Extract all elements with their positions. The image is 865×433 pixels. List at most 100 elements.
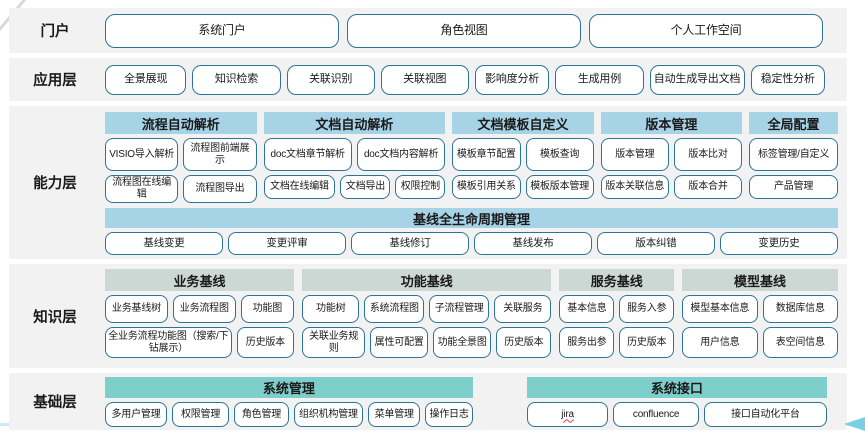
item-box: 系统流程图 (364, 295, 425, 323)
item-box: 功能树 (302, 295, 360, 323)
left-arrow-icon (844, 417, 865, 431)
group-header: 功能基线 (302, 269, 552, 291)
item-box: 流程图在线编辑 (105, 175, 179, 203)
item-box: 权限控制 (395, 175, 446, 199)
item-box: 属性可配置 (370, 327, 429, 358)
item-box: 组织机构管理 (293, 402, 364, 427)
group-header: 业务基线 (105, 269, 295, 291)
group-header: 服务基线 (559, 269, 675, 291)
item-box: 版本比对 (673, 138, 743, 171)
item-box: 标签管理/自定义 (749, 138, 838, 171)
group-row: 基本信息服务入参 (559, 295, 675, 323)
item-box: 模板引用关系 (452, 175, 521, 199)
item-box: 系统门户 (105, 13, 339, 48)
item-box: 功能全景图 (433, 327, 492, 358)
item-box: 产品管理 (749, 175, 838, 199)
group-header: 系统管理 (105, 377, 473, 398)
item-box: 历史版本 (496, 327, 552, 358)
item-box: 业务基线树 (105, 295, 168, 323)
item-box: 业务流程图 (172, 295, 236, 323)
group-row: 全业务流程功能图（搜索/下钻展示）历史版本 (105, 327, 295, 358)
group-row: 模型基本信息数据库信息 (682, 295, 838, 323)
layer-label-foundation: 基础层 (33, 395, 77, 411)
group-header: 文档模板自定义 (452, 112, 594, 134)
layer-content-application: 全景展现知识检索关联识别关联视图影响度分析生成用例自动生成导出文档稳定性分析 (101, 58, 847, 101)
group-knowledge-3: 模型基线模型基本信息数据库信息用户信息表空间信息 (682, 269, 838, 358)
group-header: 模型基线 (682, 269, 838, 291)
item-box: 全景展现 (105, 64, 187, 95)
item-box: 变更历史 (720, 232, 838, 255)
item-box: 关联视图 (380, 64, 469, 95)
item-box: 模板章节配置 (452, 138, 521, 171)
layer-content-portal: 系统门户角色视图个人工作空间 (101, 8, 847, 53)
item-box: 数据库信息 (762, 295, 838, 323)
group-header: 版本管理 (600, 112, 743, 134)
layer-label-knowledge: 知识层 (33, 309, 77, 326)
item-box: 关联业务规则 (302, 327, 366, 358)
item-box: 变更评审 (228, 232, 346, 255)
group-row: 业务基线树业务流程图功能图 (105, 295, 295, 323)
group-row: 关联业务规则属性可配置功能全景图历史版本 (302, 327, 552, 358)
groups-knowledge: 业务基线业务基线树业务流程图功能图全业务流程功能图（搜索/下钻展示）历史版本功能… (105, 269, 838, 358)
item-box: confluence (613, 402, 699, 427)
item-box: 基线发布 (474, 232, 592, 255)
item-box: 服务出参 (559, 327, 615, 358)
group-header: 流程自动解析 (105, 112, 257, 134)
item-box: 全业务流程功能图（搜索/下钻展示） (105, 327, 232, 358)
item-box: 用户信息 (682, 327, 758, 358)
group-row: 产品管理 (749, 175, 838, 199)
item-box: VISIO导入解析 (105, 138, 179, 171)
layer-application: 应用层全景展现知识检索关联识别关联视图影响度分析生成用例自动生成导出文档稳定性分… (9, 58, 847, 101)
item-box: 版本合并 (673, 175, 743, 199)
banner-row: 基线变更变更评审基线修订基线发布版本纠错变更历史 (105, 232, 838, 255)
group-row: 功能树系统流程图子流程管理关联服务 (302, 295, 552, 323)
item-box: 操作日志 (425, 402, 473, 427)
item-box: 关联服务 (494, 295, 552, 323)
group-row: 标签管理/自定义 (749, 138, 838, 171)
group-row: 模板引用关系模板版本管理 (452, 175, 594, 199)
item-box: 流程图前端展示 (183, 138, 257, 171)
group-header: 全局配置 (749, 112, 838, 134)
item-box: 文档导出 (340, 175, 391, 199)
group-capability-2: 文档模板自定义模板章节配置模板查询模板引用关系模板版本管理 (452, 112, 594, 203)
item-box: 历史版本 (236, 327, 295, 358)
item-box: 菜单管理 (368, 402, 421, 427)
group-knowledge-1: 功能基线功能树系统流程图子流程管理关联服务关联业务规则属性可配置功能全景图历史版… (302, 269, 552, 358)
layer-knowledge: 知识层业务基线业务基线树业务流程图功能图全业务流程功能图（搜索/下钻展示）历史版… (9, 264, 847, 368)
item-box: 多用户管理 (105, 402, 167, 427)
item-box: 稳定性分析 (750, 64, 825, 95)
group-header: 文档自动解析 (263, 112, 446, 134)
item-box: doc文档内容解析 (356, 138, 446, 171)
group-header: 系统接口 (526, 377, 827, 398)
item-box: 基线修订 (351, 232, 469, 255)
group-row: VISIO导入解析流程图前端展示 (105, 138, 257, 171)
group-row: 流程图在线编辑流程图导出 (105, 175, 257, 203)
layer-foundation: 基础层 系统管理多用户管理权限管理角色管理组织机构管理菜单管理操作日志 系统接口 ji… (9, 373, 847, 430)
group-row: 多用户管理权限管理角色管理组织机构管理菜单管理操作日志 (105, 402, 473, 427)
item-box: 模板查询 (525, 138, 594, 171)
item-box: 知识检索 (192, 64, 281, 95)
group-row: 服务出参历史版本 (559, 327, 675, 358)
group-row: 文档在线编辑文档导出权限控制 (263, 175, 446, 199)
item-box: 子流程管理 (429, 295, 490, 323)
layer-label-capability: 能力层 (33, 176, 77, 192)
item-box: 版本纠错 (597, 232, 715, 255)
layer-bands: 门户系统门户角色视图个人工作空间应用层全景展现知识检索关联识别关联视图影响度分析… (9, 8, 847, 430)
item-box: 流程图导出 (183, 175, 257, 203)
item-box: 个人工作空间 (589, 13, 823, 48)
item-box: 模型基本信息 (682, 295, 758, 323)
item-box: 模板版本管理 (525, 175, 594, 199)
group-capability-3: 版本管理版本管理版本比对版本关联信息版本合并 (600, 112, 743, 203)
item-box: 功能图 (240, 295, 295, 323)
item-box: doc文档章节解析 (263, 138, 352, 171)
item-box: 基线变更 (105, 232, 223, 255)
group-row: 版本管理版本比对 (600, 138, 743, 171)
item-box: 版本管理 (600, 138, 669, 171)
